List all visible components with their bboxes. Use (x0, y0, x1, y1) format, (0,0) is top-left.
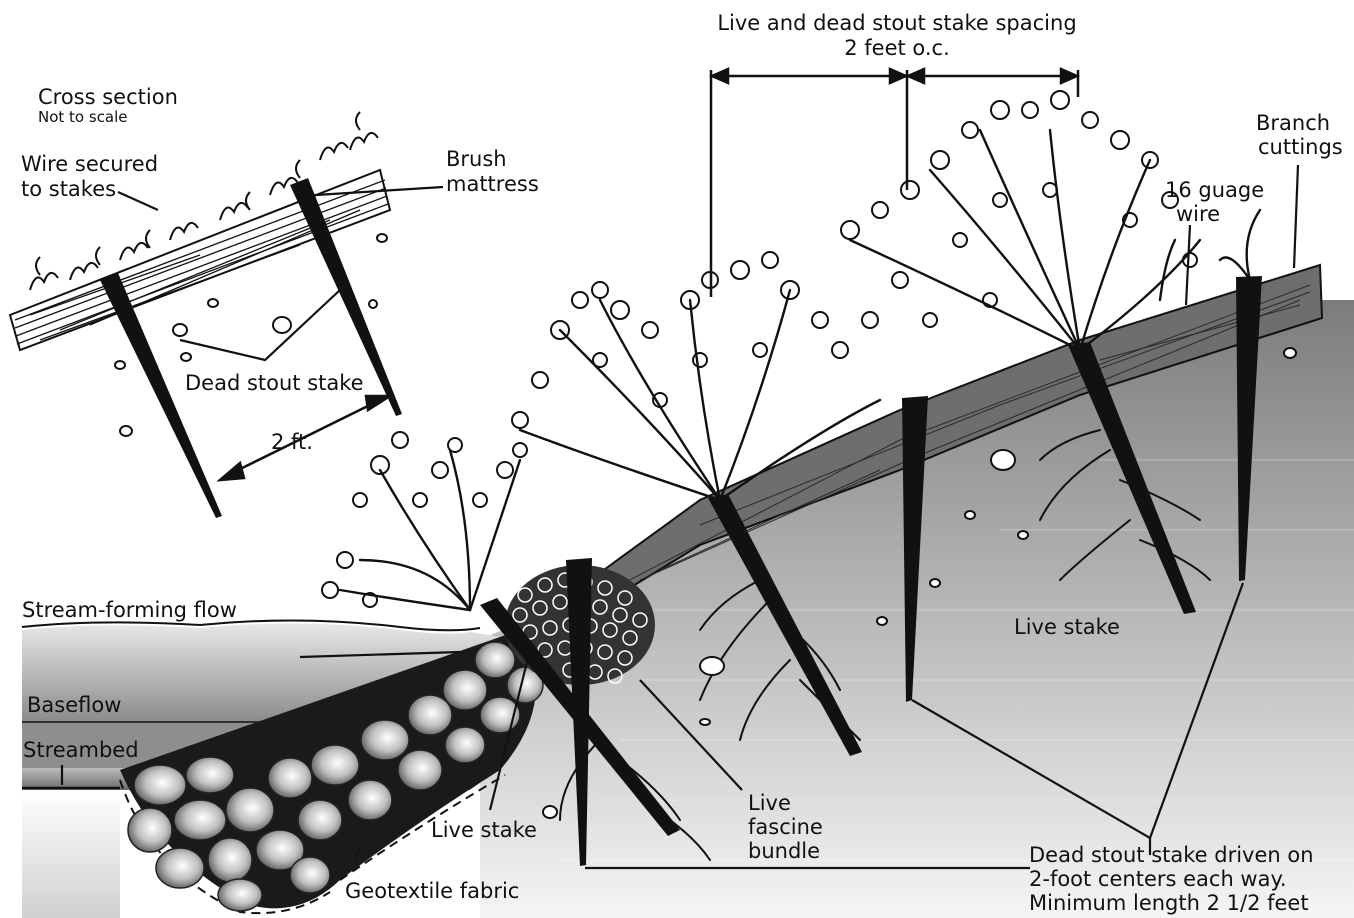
wire-gauge-label-1: 16 guage (1165, 178, 1264, 202)
fascine-label-2: fascine (748, 815, 823, 839)
inset-dead-stake-label: Dead stout stake (185, 371, 364, 395)
wire-secured-label-2: to stakes (21, 177, 116, 201)
geotextile-label: Geotextile fabric (345, 879, 519, 903)
live-stake-right-label: Live stake (1014, 615, 1120, 639)
inset-title: Cross section (38, 85, 178, 109)
stake-spacing-dimension (711, 69, 1078, 297)
live-stake-left-label: Live stake (431, 818, 537, 842)
brush-mattress-label-2: mattress (446, 172, 539, 196)
spacing-label-1: Live and dead stout stake spacing (717, 11, 1076, 35)
dead-stake-label-3: Minimum length 2 1/2 feet (1029, 891, 1309, 915)
dead-stake-label-2: 2-foot centers each way. (1029, 867, 1287, 891)
spacing-label-2: 2 feet o.c. (844, 36, 950, 60)
fascine-label-3: bundle (748, 839, 820, 863)
inset-stake-left (100, 273, 222, 518)
inset-subtitle: Not to scale (38, 108, 128, 126)
stream-flow-label: Stream-forming flow (22, 598, 237, 622)
branch-cuttings-label-2: cuttings (1258, 135, 1343, 159)
wire-secured-label-1: Wire secured (21, 152, 158, 176)
brush-mattress-label-1: Brush (446, 147, 507, 171)
dead-stake-label-1: Dead stout stake driven on (1029, 843, 1314, 867)
baseflow-label: Baseflow (27, 693, 121, 717)
fascine-label-1: Live (748, 791, 791, 815)
wire-gauge-label-2: wire (1176, 202, 1220, 226)
branch-cuttings-label-1: Branch (1256, 111, 1330, 135)
inset-2ft-label: 2 ft. (271, 430, 313, 454)
streambed-label: Streambed (23, 738, 139, 762)
